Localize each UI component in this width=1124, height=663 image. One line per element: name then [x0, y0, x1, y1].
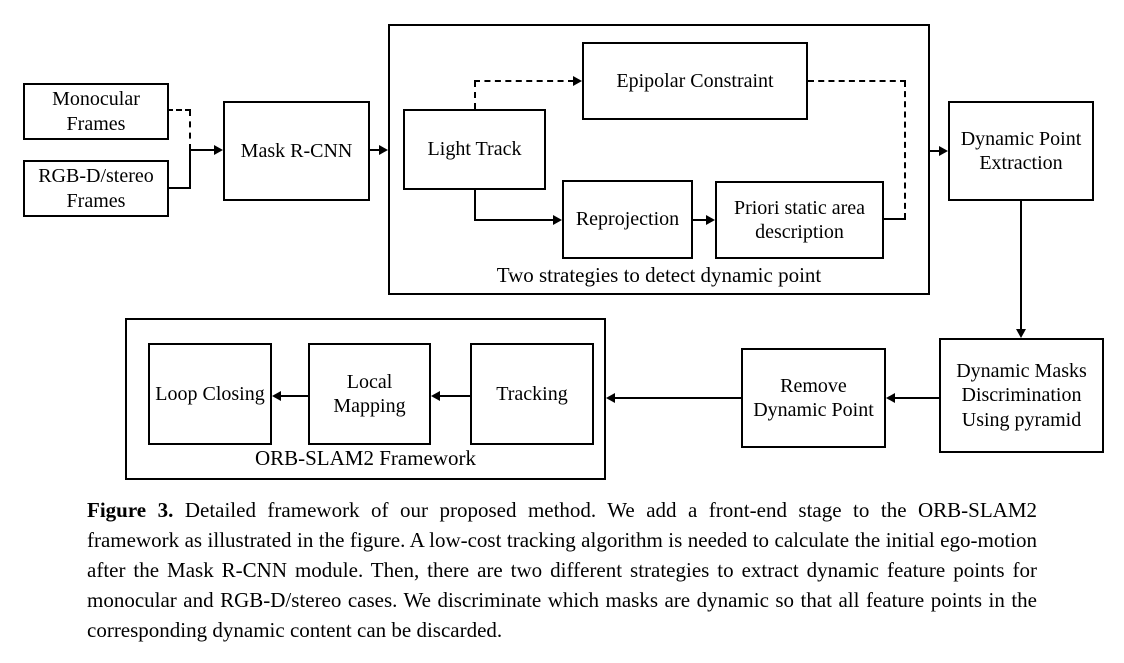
connector-to-reprojection: [474, 219, 553, 221]
connector-localmapping-to-loopclosing: [280, 395, 308, 397]
figure-caption-text: Detailed framework of our proposed metho…: [87, 498, 1038, 642]
node-reprojection: Reprojection: [562, 180, 693, 259]
connector-merge-dashed-v: [904, 81, 906, 219]
connector-lighttrack-up-dashed: [474, 81, 476, 109]
group-two-strategies: Two strategies to detect dynamic point: [388, 24, 930, 295]
node-light-track: Light Track: [403, 109, 546, 190]
node-mask-rcnn: Mask R-CNN: [223, 101, 370, 201]
connector-rgbd-v: [189, 150, 191, 189]
connector-to-epipolar-dashed: [474, 80, 574, 82]
group-two-strategies-label: Two strategies to detect dynamic point: [496, 263, 822, 287]
arrowhead-into-loopclosing: [272, 391, 281, 401]
node-epipolar-constraint: Epipolar Constraint: [582, 42, 808, 120]
node-rgbd-stereo-frames: RGB-D/stereo Frames: [23, 160, 169, 217]
connector-priori-out: [884, 218, 906, 220]
node-tracking: Tracking: [470, 343, 594, 445]
arrowhead-into-priori: [706, 215, 715, 225]
arrowhead-mask-rcnn-out: [379, 145, 388, 155]
connector-tracking-to-localmapping: [439, 395, 470, 397]
connector-strategies-out: [930, 150, 940, 152]
node-dynamic-masks-discrimination: Dynamic Masks Discrimination Using pyram…: [939, 338, 1104, 453]
group-orb-slam2-label: ORB-SLAM2 Framework: [254, 446, 477, 470]
arrowhead-into-orb: [606, 393, 615, 403]
arrowhead-into-reprojection: [553, 215, 562, 225]
node-monocular-frames: Monocular Frames: [23, 83, 169, 140]
arrowhead-into-dynamic-masks: [1016, 329, 1026, 338]
connector-rgbd-h: [167, 187, 191, 189]
connector-into-mask-rcnn: [189, 149, 215, 151]
connector-epipolar-out-dashed: [808, 80, 906, 82]
node-local-mapping: Local Mapping: [308, 343, 431, 445]
connector-monocular-dashed-h: [167, 109, 191, 111]
connector-lighttrack-down: [474, 190, 476, 221]
node-loop-closing: Loop Closing: [148, 343, 272, 445]
figure-caption-label: Figure 3.: [87, 498, 174, 522]
arrowhead-into-epipolar: [573, 76, 582, 86]
connector-monocular-dashed-v: [189, 110, 191, 150]
arrowhead-into-remove: [886, 393, 895, 403]
connector-dmd-to-remove: [894, 397, 939, 399]
arrowhead-into-dpe: [939, 146, 948, 156]
connector-mask-rcnn-out: [370, 149, 381, 151]
node-priori-static-area: Priori static area description: [715, 181, 884, 259]
arrowhead-into-mask-rcnn: [214, 145, 223, 155]
node-remove-dynamic-point: Remove Dynamic Point: [741, 348, 886, 448]
node-dynamic-point-extraction: Dynamic Point Extraction: [948, 101, 1094, 201]
connector-reprojection-out: [693, 219, 707, 221]
connector-dpe-down: [1020, 201, 1022, 330]
arrowhead-into-localmapping: [431, 391, 440, 401]
connector-remove-to-orb: [614, 397, 741, 399]
figure-caption: Figure 3. Detailed framework of our prop…: [87, 495, 1037, 645]
group-orb-slam2: ORB-SLAM2 Framework: [125, 318, 606, 480]
